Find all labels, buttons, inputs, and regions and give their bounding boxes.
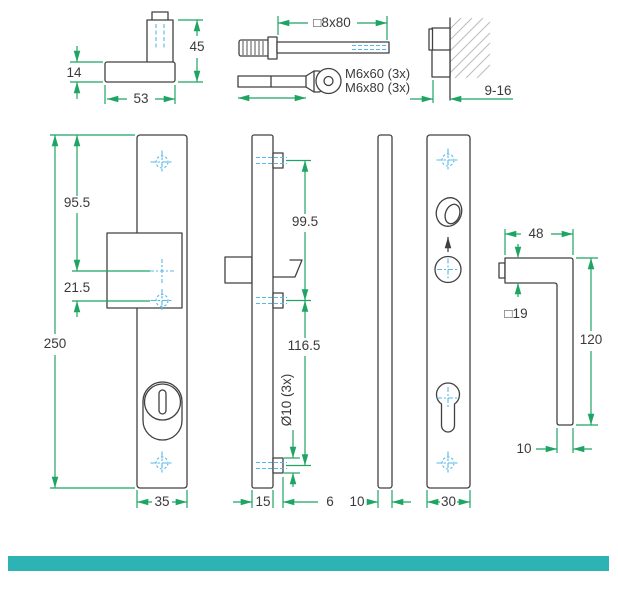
knob-profile-view: 45 14 53: [66, 11, 205, 106]
dim-knob-base: 14: [66, 65, 82, 80]
plate-side: [251, 134, 274, 489]
cylinder-ring-inner: [444, 203, 461, 225]
spindle-stub: [272, 259, 303, 278]
knob-cylinder: [146, 19, 174, 64]
dim-plate-width: 35: [154, 494, 169, 509]
screw-size-2: M6x80 (3x): [345, 80, 410, 95]
cover-plate-view: 10: [349, 134, 411, 509]
dim-interior-width: 30: [441, 494, 456, 509]
interior-plate-view: 30: [426, 134, 471, 509]
boss-hidden-lines: [256, 156, 287, 470]
handle-spindle-end: [498, 262, 506, 279]
thread-hatching: [242, 41, 264, 55]
screw-body: [237, 70, 322, 93]
drill-center-marker: [150, 451, 174, 475]
screw-size-1: M6x60 (3x): [345, 66, 410, 81]
cylinder-rosette: [143, 383, 182, 421]
dim-grip-length: 48: [528, 226, 543, 241]
handle-axis-marker: [150, 259, 174, 283]
dim-grip-width: 10: [516, 441, 531, 456]
drill-center-marker: [150, 289, 174, 312]
knob-base: [104, 61, 176, 83]
spindle-shaft: [276, 41, 390, 54]
euro-cylinder-cutout: [435, 382, 461, 433]
fixing-boss: [272, 457, 284, 474]
dim-boss-diameter: Ø10 (3x): [279, 374, 294, 427]
fitting-section: [431, 27, 451, 78]
door-thickness-view: 9-16: [410, 17, 513, 103]
drill-center-marker: [150, 150, 174, 174]
dim-spindle-section: □19: [504, 306, 527, 321]
knob-rosette-circle: [434, 255, 462, 284]
footer-accent-bar: [8, 556, 609, 571]
drill-center-marker: [436, 451, 460, 475]
dim-door-range: 9-16: [484, 83, 511, 98]
cylinder-guard-oval: [142, 381, 183, 441]
screw-end-view: [315, 67, 342, 95]
dim-cover-width: 10: [349, 494, 364, 509]
exterior-plate-view: 250 95.5 21.5 35: [44, 134, 188, 509]
dim-handle-height: 120: [580, 332, 603, 347]
knob-cylinder-side: [224, 256, 253, 284]
dim-upper-span: 99.5: [292, 214, 318, 229]
dim-top-to-axis: 95.5: [64, 195, 90, 210]
dim-lower-span: 116.5: [288, 338, 321, 353]
cover-plate: [377, 134, 393, 489]
side-profile-view: 99.5 116.5 Ø10 (3x) 15 6: [224, 134, 334, 509]
dim-side-thickness: 15: [255, 494, 270, 509]
dim-spindle: □8x80: [313, 15, 350, 30]
dim-knob-height: 45: [189, 39, 204, 54]
dim-boss-depth: 6: [326, 494, 334, 509]
screw-drawing: M6x60 (3x) M6x80 (3x): [237, 66, 410, 102]
cylinder-slot: [158, 389, 167, 415]
fixing-boss: [272, 292, 284, 309]
spindle-collar: [267, 36, 278, 60]
screw-socket: [323, 75, 334, 87]
spindle-drawing: □8x80: [238, 15, 390, 60]
dim-knob-width: 53: [133, 91, 148, 106]
dim-axis-to-cylinder: 21.5: [64, 280, 90, 295]
fixing-boss: [272, 152, 284, 169]
interior-plate: [426, 134, 471, 489]
lever-handle: [504, 257, 574, 426]
wall-hatching: [449, 17, 491, 79]
dim-plate-height: 250: [44, 336, 67, 351]
cylinder-protrusion: [428, 28, 434, 51]
fastener-drawings: □8x80 M6x60 (3x) M6x80 (3x): [237, 15, 410, 102]
lever-handle-view: 48 □19 120 10: [498, 226, 603, 456]
spindle-thread: [238, 39, 270, 57]
cylinder-ring-outer: [435, 197, 463, 227]
drill-center-marker: [436, 148, 460, 172]
